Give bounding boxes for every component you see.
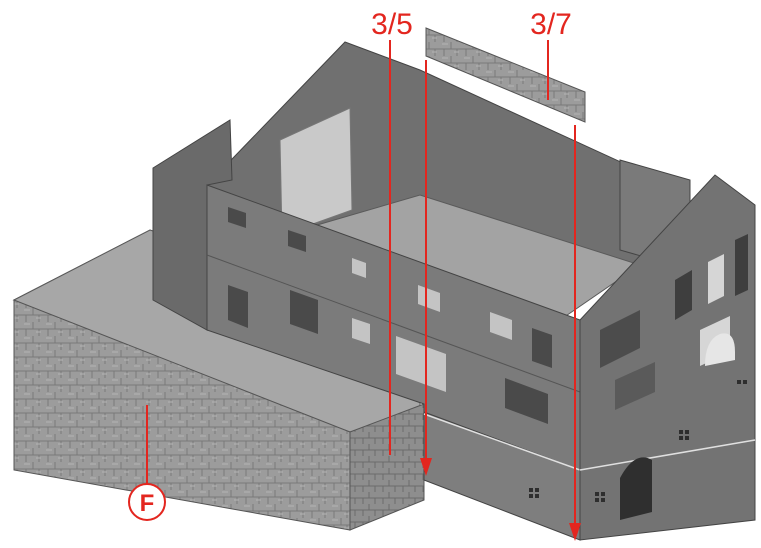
arrowhead-3-7 (569, 523, 581, 541)
arrowhead-3-5 (420, 458, 432, 476)
callout-label-3-7: 3/7 (530, 8, 572, 41)
assembly-arrows (146, 40, 581, 541)
plinth-small-window (529, 488, 539, 498)
callout-label-3-5: 3/5 (371, 8, 413, 41)
stone-strip-part (425, 27, 586, 123)
gable-windows (600, 234, 748, 410)
arched-doorway (620, 457, 652, 520)
annex-side-stone-wall (349, 403, 425, 531)
marker-label-f: F (140, 490, 155, 517)
main-building (152, 41, 756, 541)
gable-small-windows (595, 380, 747, 502)
marker-circle-f (128, 483, 166, 521)
front-wall-windows (228, 207, 552, 424)
